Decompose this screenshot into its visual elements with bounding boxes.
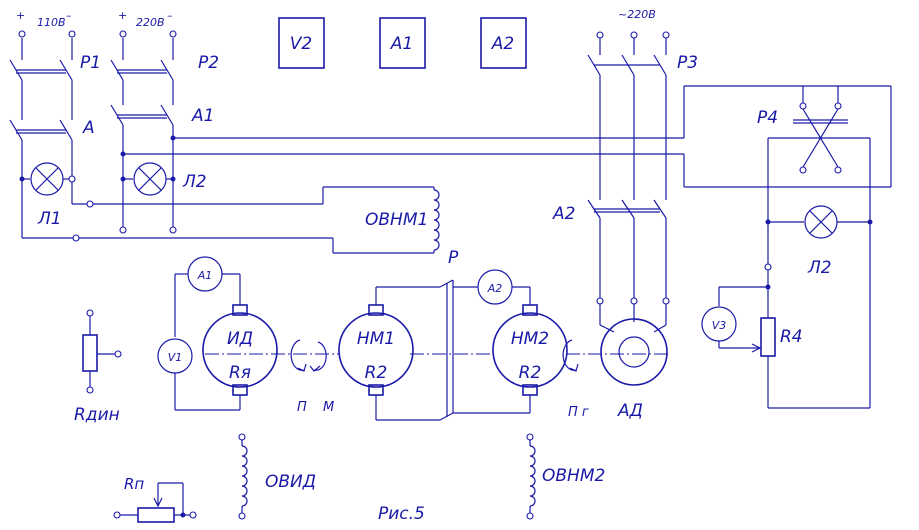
machine-nm1: НМ1 R2 [338, 286, 440, 421]
meter-a2: A2 [480, 17, 527, 69]
nm2-r-label: R2 [519, 363, 542, 383]
ac220-label: ~220В [618, 8, 656, 21]
figure-caption: Рис.5 [378, 504, 425, 524]
a-label: А [82, 118, 95, 138]
shafts: П М П г [205, 339, 668, 420]
plus-label: + [16, 9, 25, 22]
winding-ovid: ОВИД [238, 433, 316, 520]
nm2-label: НМ2 [511, 329, 549, 349]
rp-label: Rп [124, 475, 144, 493]
dc220-supply: + 220В – [118, 9, 177, 60]
nm1-label: НМ1 [357, 329, 395, 349]
control-lines [120, 85, 892, 188]
switch-p2: Р2 [110, 53, 219, 105]
dc110-supply: + 110В – [16, 9, 76, 60]
switch-p: Р [439, 248, 530, 421]
p1-label: Р1 [80, 53, 101, 73]
right-panel: Л2 R4 V3 [701, 138, 873, 409]
ad-label: АД [617, 401, 643, 421]
v1-label: V1 [168, 351, 183, 364]
switch-p1: Р1 [9, 53, 101, 120]
torque-m-label: М [323, 400, 334, 415]
ry-label: Rя [229, 363, 251, 383]
relay-p4: Р4 [757, 86, 870, 174]
lamp-l2: Л2 [120, 162, 207, 196]
winding-ovnm2: ОВНМ2 [526, 433, 605, 520]
a2-switch-label: А2 [552, 204, 575, 224]
ac-supply: ~220В Р3 А2 [552, 8, 698, 305]
v2-label: V2 [290, 34, 312, 54]
minus-label: – [167, 9, 173, 22]
p3-label: Р3 [677, 53, 698, 73]
motor-id-circuit: А1 V1 ИД Rя [157, 256, 278, 411]
id-label: ИД [227, 329, 253, 349]
dc110-label: 110В [37, 16, 66, 29]
a1-meter-label: A1 [390, 34, 413, 54]
resistor-rdin: Rдин [74, 309, 122, 425]
switch-a: А [9, 118, 95, 238]
r4-label: R4 [780, 327, 803, 347]
ovnm2-label: ОВНМ2 [542, 466, 605, 486]
a1-instrument-label: А1 [197, 269, 213, 282]
ovnm1-circuit: ОВНМ1 [22, 186, 440, 254]
minus-label: – [66, 9, 72, 22]
ovnm1-label: ОВНМ1 [365, 210, 428, 230]
torque-p-label: П [297, 400, 307, 415]
p4-label: Р4 [757, 108, 778, 128]
rheostat-rp: Rп [113, 475, 197, 523]
induction-motor-ad: АД [599, 304, 668, 421]
switch-a1: А1 [110, 104, 214, 230]
p-label: Р [448, 248, 459, 268]
l1-label: Л1 [37, 209, 62, 229]
lamp-l1: Л1 [19, 162, 76, 229]
p2-label: Р2 [198, 53, 219, 73]
l2-label: Л2 [182, 172, 207, 192]
meter-a1: A1 [379, 17, 426, 69]
nm1-r-label: R2 [365, 363, 388, 383]
machine-nm2: А2 НМ2 R2 [477, 269, 568, 413]
torque-pg-label: П г [568, 405, 589, 420]
l2b-label: Л2 [807, 258, 832, 278]
dc220-label: 220В [136, 16, 165, 29]
plus-label: + [118, 9, 127, 22]
v3-label: V3 [712, 319, 727, 332]
a2-meter-label: A2 [491, 34, 514, 54]
a1-switch-label: А1 [191, 106, 214, 126]
rdin-label: Rдин [74, 405, 120, 425]
a2-instrument-label: А2 [487, 282, 503, 295]
meter-v2: V2 [278, 17, 325, 69]
ovid-label: ОВИД [265, 472, 316, 492]
